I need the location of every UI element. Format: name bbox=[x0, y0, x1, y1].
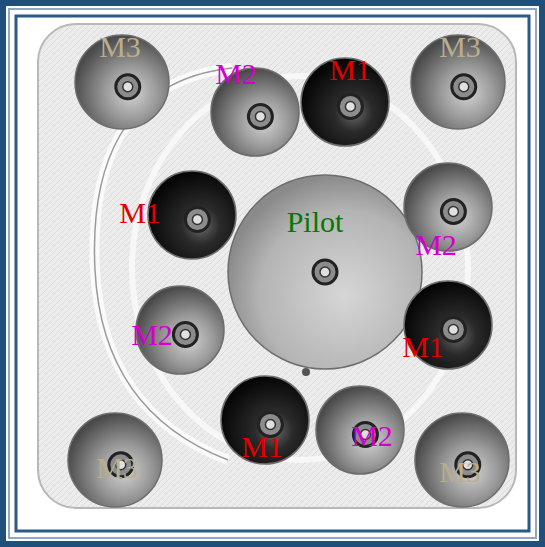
nozzle bbox=[313, 260, 337, 284]
nozzle-core bbox=[180, 330, 190, 340]
nozzle-core bbox=[448, 325, 458, 335]
module-label: M2 bbox=[215, 59, 257, 89]
m2-module: M2 bbox=[135, 285, 225, 375]
module-label: M2 bbox=[415, 230, 457, 260]
module-label: M3 bbox=[99, 32, 141, 62]
m3-module: M3 bbox=[67, 412, 163, 508]
small-port bbox=[302, 368, 310, 376]
m2-module: M2 bbox=[210, 67, 300, 157]
m2-module: M2 bbox=[315, 385, 405, 475]
frame-inner bbox=[16, 16, 529, 531]
nozzle-core bbox=[265, 420, 275, 430]
module-label: M1 bbox=[402, 332, 444, 362]
outer-frame bbox=[3, 3, 542, 544]
module-disc bbox=[316, 386, 404, 474]
nozzle-core bbox=[448, 207, 458, 217]
nozzle bbox=[441, 318, 465, 342]
module-label: M1 bbox=[329, 55, 371, 85]
nozzle-core bbox=[255, 112, 265, 122]
nozzle-core bbox=[459, 82, 469, 92]
module-label: M1 bbox=[241, 432, 283, 462]
nozzle bbox=[338, 95, 362, 119]
nozzle bbox=[452, 75, 476, 99]
module-disc bbox=[228, 175, 422, 369]
frame-edge bbox=[9, 9, 536, 538]
module-label: M3 bbox=[96, 453, 138, 483]
nozzle bbox=[116, 75, 140, 99]
nozzle bbox=[185, 208, 209, 232]
m1-module: M1 bbox=[300, 57, 390, 147]
m3-module: M3 bbox=[414, 412, 510, 508]
module-label: M3 bbox=[439, 457, 481, 487]
nozzle bbox=[173, 323, 197, 347]
module-label: M1 bbox=[119, 198, 161, 228]
module-outline bbox=[227, 174, 423, 370]
m1-module: M1 bbox=[403, 280, 493, 370]
m2-module: M2 bbox=[403, 162, 493, 252]
nozzle bbox=[248, 105, 272, 129]
m3-module: M3 bbox=[410, 34, 506, 130]
module-disc bbox=[221, 376, 309, 464]
nozzle-core bbox=[345, 102, 355, 112]
module-disc bbox=[68, 413, 162, 507]
nozzle-core bbox=[320, 267, 330, 277]
nozzle-core bbox=[123, 82, 133, 92]
module-disc bbox=[148, 171, 236, 259]
m1-module: M1 bbox=[220, 375, 310, 465]
m3-module: M3 bbox=[74, 34, 170, 130]
module-disc bbox=[415, 413, 509, 507]
module-label: M2 bbox=[351, 421, 393, 451]
m1-module: M1 bbox=[147, 170, 237, 260]
nozzle bbox=[441, 200, 465, 224]
module-label: M3 bbox=[439, 32, 481, 62]
pilot-module: Pilot bbox=[227, 174, 423, 370]
face-plate bbox=[38, 24, 516, 508]
module-label: Pilot bbox=[287, 207, 344, 237]
module-label: M2 bbox=[131, 320, 173, 350]
nozzle-core bbox=[192, 215, 202, 225]
